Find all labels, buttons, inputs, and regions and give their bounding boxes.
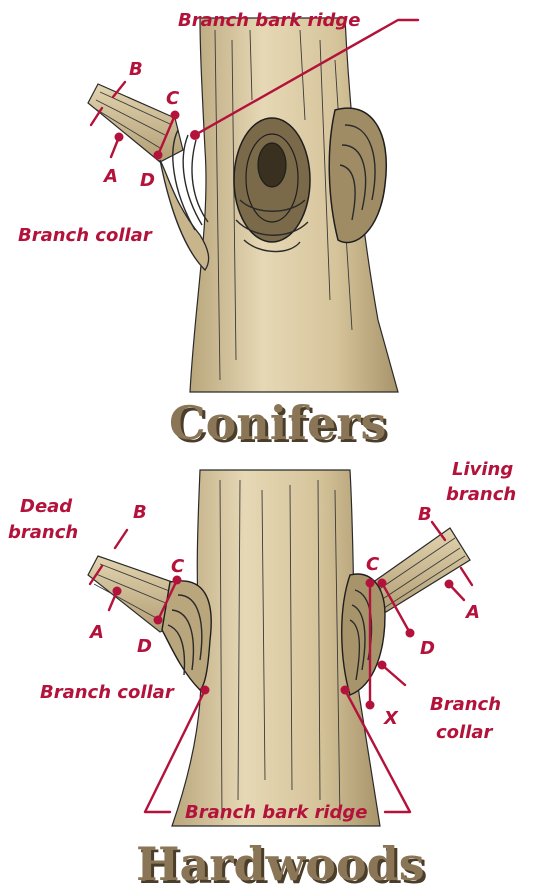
hardwood-living-branch-label-line1: Living (452, 459, 513, 480)
hardwood-label-b-right: B (418, 504, 432, 525)
hardwood-label-x: X (383, 708, 399, 729)
hardwood-label-c-right: C (366, 554, 380, 575)
hardwoods-title: Hardwoods (136, 837, 425, 888)
conifer-label-b: B (129, 59, 143, 80)
conifer-label-c: C (166, 88, 180, 109)
hardwood-label-a-left: A (88, 622, 104, 643)
hardwood-dead-branch-label-line2: branch (8, 522, 78, 543)
hardwood-bark-ridge-label: Branch bark ridge (185, 802, 367, 823)
hardwood-label-b-left: B (133, 502, 147, 523)
hardwood-living-branch-label-line2: branch (446, 484, 516, 505)
hardwood-left-collar-label: Branch collar (40, 682, 175, 703)
hardwood-right-collar-label-line1: Branch (430, 694, 501, 715)
hardwood-label-d-left: D (137, 636, 152, 657)
conifers-title: Conifers (169, 396, 386, 450)
hardwood-label-a-right: A (464, 602, 480, 623)
conifer-label-d: D (140, 170, 155, 191)
conifer-collar-label: Branch collar (18, 225, 153, 246)
hardwood-right-collar-label-line2: collar (436, 722, 494, 743)
conifer-label-a: A (102, 166, 118, 187)
hardwood-dead-branch-label-line1: Dead (20, 496, 73, 517)
hardwood-label-c-left: C (171, 556, 185, 577)
conifer-bark-ridge-label: Branch bark ridge (178, 10, 360, 31)
hardwood-label-d-right: D (420, 638, 435, 659)
